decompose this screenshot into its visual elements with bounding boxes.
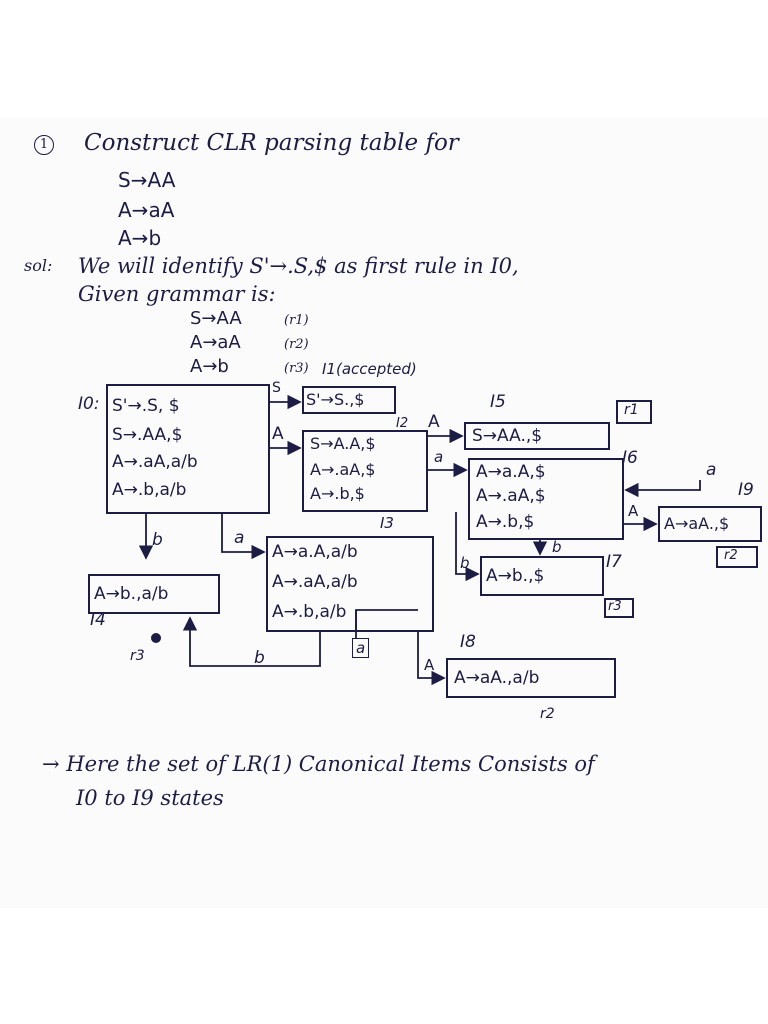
- i6-item-2: A→.aA,$: [476, 486, 546, 506]
- i6-item-1: A→a.A,$: [476, 462, 546, 482]
- trans-label-i2-b: b: [460, 554, 470, 572]
- grammar-rule-1: S→AA: [118, 168, 176, 192]
- i6-item-3: A→.b,$: [476, 512, 535, 532]
- state-label-i3: I3: [380, 514, 394, 532]
- grammar-rule-3: A→b: [118, 226, 162, 250]
- state-label-i6: I6: [622, 448, 638, 468]
- i8-item-1: A→aA.,a/b: [454, 668, 540, 688]
- i7-item-1: A→b.,$: [486, 566, 545, 586]
- question-title: Construct CLR parsing table for: [84, 130, 459, 156]
- state-box-i7: [480, 556, 604, 596]
- i0-item-3: A→.aA,a/b: [112, 452, 198, 472]
- state-label-i1: I1(accepted): [322, 360, 417, 378]
- i0-item-1: S'→.S, $: [112, 396, 180, 416]
- state-box-i8: [446, 658, 616, 698]
- trans-label-i3-a-upper: A: [424, 656, 435, 674]
- grammar-rule-2: A→aA: [118, 198, 175, 222]
- state-box-i6: [468, 458, 624, 540]
- arrow-i3-i8: [417, 632, 446, 686]
- i7-reduce-box: [604, 598, 634, 618]
- state-label-i8: I8: [460, 632, 476, 652]
- state-box-i5: [464, 422, 610, 450]
- i5-reduce: r1: [624, 402, 639, 418]
- arrow-i3-self: [355, 609, 418, 632]
- notebook-page: 1 Construct CLR parsing table for S→AA A…: [0, 118, 768, 908]
- trans-label-i0-a-upper: A: [272, 424, 284, 444]
- i9-reduce: r2: [724, 548, 738, 563]
- i2-item-2: A→.aA,$: [310, 460, 376, 479]
- i3-item-2: A→.aA,a/b: [272, 572, 358, 592]
- augmented-rule-2: A→aA: [190, 332, 241, 353]
- trans-label-i6-b: b: [552, 538, 562, 556]
- trans-label-i0-b: b: [152, 530, 163, 550]
- state-label-i4: I4: [90, 610, 106, 630]
- i5-reduce-box: [616, 400, 652, 424]
- i3-item-1: A→a.A,a/b: [272, 542, 358, 562]
- state-box-i3: [266, 536, 434, 632]
- solution-line-2: Given grammar is:: [78, 282, 276, 306]
- arrow-i6-self: [624, 480, 701, 498]
- trans-label-i3-a: a: [352, 638, 370, 658]
- state-box-i2: [302, 430, 428, 512]
- trans-label-i6-a: a: [706, 460, 717, 480]
- state-label-i2: I2: [396, 416, 409, 431]
- arrow-i3-i4: [182, 616, 321, 667]
- arrow-i2-i7: [455, 512, 480, 582]
- i9-reduce-box: [716, 546, 758, 568]
- augmented-tag-1: (r1): [284, 313, 309, 328]
- arrow-i0-i3: [221, 514, 266, 560]
- i5-item-1: S→AA.,$: [472, 426, 543, 446]
- trans-label-i3-b: b: [254, 648, 265, 668]
- i1-item-1: S'→S.,$: [306, 390, 365, 409]
- trans-label-i6-a-upper: A: [628, 502, 639, 520]
- augmented-rule-1: S→AA: [190, 308, 242, 329]
- solution-line-1: We will identify S'→.S,$ as first rule i…: [78, 254, 519, 278]
- state-label-i7: I7: [606, 552, 622, 572]
- state-box-i4: [88, 574, 220, 614]
- i0-item-4: A→.b,a/b: [112, 480, 187, 500]
- ink-blot: [151, 633, 161, 643]
- transition-arrows: [138, 394, 701, 686]
- i2-item-3: A→.b,$: [310, 484, 365, 503]
- augmented-tag-3: (r3): [284, 361, 309, 376]
- i3-item-3: A→.b,a/b: [272, 602, 347, 622]
- i2-item-1: S→A.A,$: [310, 434, 376, 453]
- i4-item-1: A→b.,a/b: [94, 584, 169, 604]
- trans-label-i2-a-upper: A: [428, 412, 440, 432]
- i0-item-2: S→.AA,$: [112, 425, 183, 445]
- i8-reduce: r2: [540, 706, 555, 722]
- augmented-tag-2: (r2): [284, 337, 309, 352]
- state-box-i9: [658, 506, 762, 542]
- question-number: 1: [34, 135, 54, 155]
- conclusion-line-2: I0 to I9 states: [76, 786, 224, 810]
- solution-prefix: sol:: [24, 256, 53, 275]
- state-box-i0: [106, 384, 270, 514]
- augmented-rule-3: A→b: [190, 356, 229, 377]
- trans-label-i2-a: a: [434, 448, 444, 466]
- conclusion-line-1: → Here the set of LR(1) Canonical Items …: [42, 752, 595, 776]
- state-label-i5: I5: [490, 392, 506, 412]
- state-label-i9: I9: [738, 480, 754, 500]
- state-label-i0: I0:: [78, 394, 100, 414]
- i9-item-1: A→aA.,$: [664, 514, 730, 533]
- trans-label-i0-s: S: [272, 380, 281, 396]
- state-box-i1: [302, 386, 396, 414]
- i4-reduce: r3: [130, 648, 145, 664]
- i7-reduce: r3: [608, 599, 622, 614]
- trans-label-i0-a: a: [234, 528, 245, 548]
